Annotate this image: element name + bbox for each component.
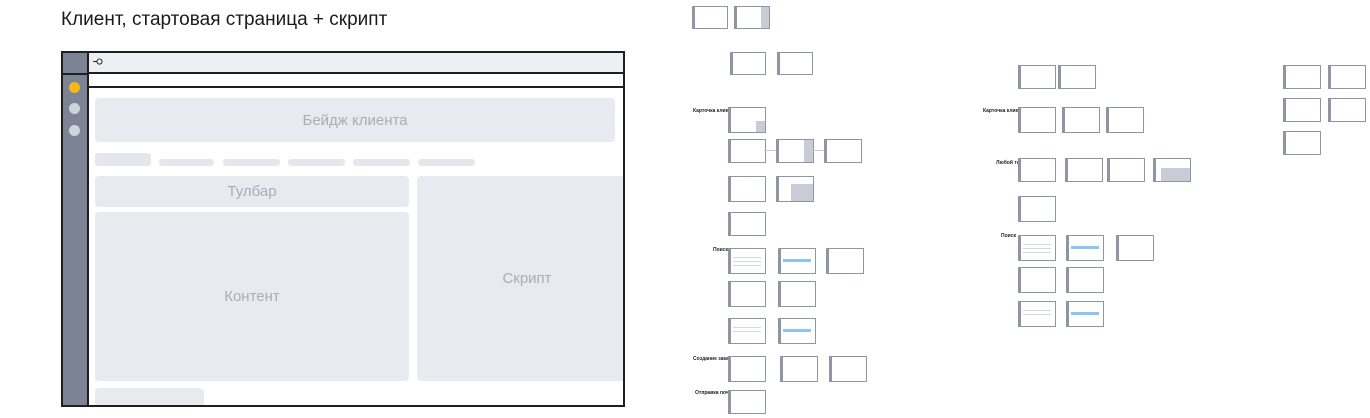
screen-thumbnail	[1018, 158, 1056, 182]
flow-label: Поиск	[713, 247, 729, 253]
screen-thumbnail	[1066, 301, 1104, 327]
screen-thumbnail	[1058, 65, 1096, 89]
flow-label: Поиск	[1001, 233, 1017, 239]
screen-thumbnail	[829, 356, 867, 382]
screen-thumbnail	[826, 248, 864, 274]
screen-thumbnail	[1018, 235, 1056, 261]
screen-thumbnail	[778, 318, 816, 344]
screen-thumbnail	[778, 248, 816, 274]
screen-thumbnail	[1065, 158, 1103, 182]
client-badge: Бейдж клиента	[95, 98, 615, 142]
screen-thumbnail	[1106, 107, 1144, 133]
flow-label: Любой таб	[996, 160, 1023, 166]
screen-thumbnail	[1018, 107, 1056, 133]
tab[interactable]	[223, 159, 280, 166]
screen-thumbnail	[728, 176, 766, 202]
screen-thumbnail	[824, 139, 862, 163]
screen-thumbnail	[730, 52, 766, 75]
footer-block	[95, 388, 204, 405]
screen-thumbnail	[1328, 98, 1366, 122]
sub-bar	[89, 74, 623, 88]
search-icon[interactable]: ⚲	[91, 57, 104, 66]
screen-thumbnail	[776, 176, 814, 202]
screen-thumbnail	[778, 281, 816, 307]
screen-thumbnail	[1066, 267, 1104, 293]
screen-thumbnail	[728, 139, 766, 163]
screen-thumbnail	[728, 212, 766, 236]
screen-thumbnail	[728, 281, 766, 307]
screen-thumbnail	[692, 6, 728, 29]
tab-active[interactable]	[95, 153, 151, 166]
screen-thumbnail	[1283, 98, 1321, 122]
screen-thumbnail	[728, 356, 766, 382]
wireframe-mockup: ⚲ Бейдж клиента Тулбар Контент Скрипт	[61, 51, 625, 407]
screen-thumbnail	[1153, 158, 1191, 182]
screen-thumbnail	[780, 356, 818, 382]
script-block: Скрипт	[417, 176, 623, 381]
screen-thumbnail	[776, 139, 814, 163]
screen-thumbnail	[1116, 235, 1154, 261]
screen-thumbnail	[1018, 65, 1056, 89]
screen-thumbnail	[728, 248, 766, 274]
screen-thumbnail	[1328, 65, 1366, 89]
screen-thumbnail	[777, 52, 813, 75]
screen-thumbnail	[728, 107, 766, 133]
screen-thumbnail	[1107, 158, 1145, 182]
content-block: Контент	[95, 212, 409, 381]
flow-label: Создание заказа	[693, 356, 735, 362]
sidebar-rail	[63, 53, 89, 405]
screen-thumbnail	[1066, 235, 1104, 261]
page-title: Клиент, стартовая страница + скрипт	[61, 9, 388, 30]
tab[interactable]	[418, 159, 475, 166]
screen-thumbnail	[1018, 267, 1056, 293]
flow-label: Карточка клиента	[693, 108, 737, 114]
tab[interactable]	[288, 159, 345, 166]
screen-thumbnail	[1283, 131, 1321, 155]
nav-dot[interactable]	[69, 125, 80, 136]
screen-thumbnail	[1018, 196, 1056, 222]
tab[interactable]	[159, 159, 214, 166]
screen-thumbnail	[1018, 301, 1056, 327]
top-bar: ⚲	[89, 53, 623, 74]
screen-thumbnail	[734, 6, 770, 29]
screen-thumbnail	[728, 318, 766, 344]
tab[interactable]	[353, 159, 410, 166]
nav-dot-active[interactable]	[69, 82, 80, 93]
toolbar-block: Тулбар	[95, 176, 409, 207]
screen-thumbnail	[1283, 65, 1321, 89]
flow-label: Карточка клиента	[983, 108, 1027, 114]
flow-label: Отправка почты	[695, 390, 736, 396]
screen-thumbnail	[728, 390, 766, 414]
screen-thumbnail	[1062, 107, 1100, 133]
nav-dot[interactable]	[69, 103, 80, 114]
